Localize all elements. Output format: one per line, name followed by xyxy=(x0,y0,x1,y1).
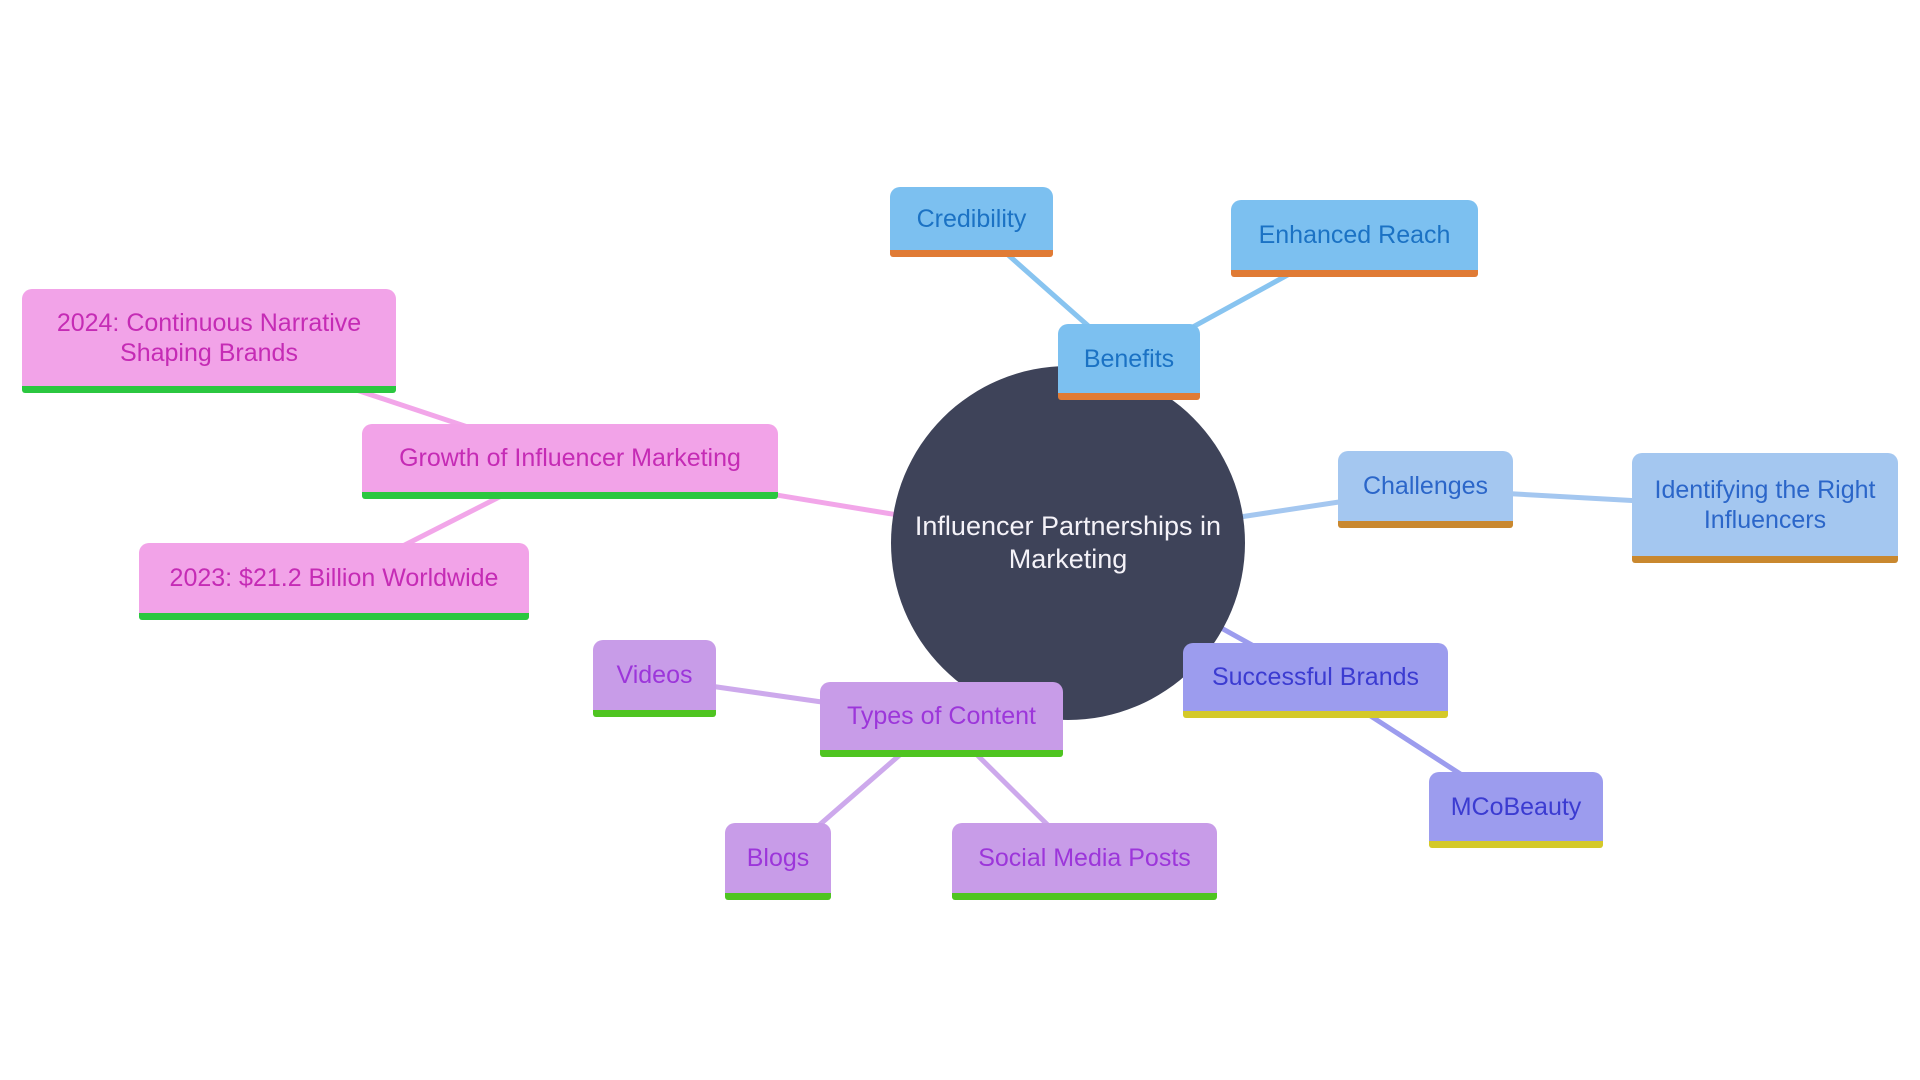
node-benefits-label: Benefits xyxy=(1083,344,1175,373)
node-mcobeauty[interactable]: MCoBeauty xyxy=(1429,772,1603,848)
node-growth-influencer-marketing[interactable]: Growth of Influencer Marketing xyxy=(362,424,778,499)
node-challenges[interactable]: Challenges xyxy=(1338,451,1513,528)
node-successful-brands[interactable]: Successful Brands xyxy=(1183,643,1448,718)
node-enhanced-reach-label: Enhanced Reach xyxy=(1258,221,1451,249)
node-2024-continuous-narrative[interactable]: 2024: Continuous Narrative Shaping Brand… xyxy=(22,289,396,393)
node-successful-brands-label: Successful Brands xyxy=(1211,663,1420,691)
node-social-media-posts-label: Social Media Posts xyxy=(978,844,1191,872)
node-credibility[interactable]: Credibility xyxy=(890,187,1053,257)
node-growth-influencer-marketing-label: Growth of Influencer Marketing xyxy=(399,444,741,472)
node-credibility-label: Credibility xyxy=(916,204,1027,233)
node-blogs-label: Blogs xyxy=(746,844,810,872)
central-topic-label: Influencer Partnerships in Marketing xyxy=(914,511,1222,574)
node-types-of-content-label: Types of Content xyxy=(846,702,1036,730)
node-identifying-influencers[interactable]: Identifying the Right Influencers xyxy=(1632,453,1898,563)
node-identifying-influencers-label: Identifying the Right Influencers xyxy=(1654,475,1876,534)
node-2023-billion-worldwide[interactable]: 2023: $21.2 Billion Worldwide xyxy=(139,543,529,620)
node-videos[interactable]: Videos xyxy=(593,640,716,717)
node-2024-continuous-narrative-label: 2024: Continuous Narrative Shaping Brand… xyxy=(56,308,362,367)
node-enhanced-reach[interactable]: Enhanced Reach xyxy=(1231,200,1478,277)
node-videos-label: Videos xyxy=(616,661,693,689)
node-2023-billion-worldwide-label: 2023: $21.2 Billion Worldwide xyxy=(169,564,499,592)
node-challenges-label: Challenges xyxy=(1362,472,1489,500)
node-social-media-posts[interactable]: Social Media Posts xyxy=(952,823,1217,900)
node-benefits[interactable]: Benefits xyxy=(1058,324,1200,400)
node-mcobeauty-label: MCoBeauty xyxy=(1450,792,1582,821)
node-types-of-content[interactable]: Types of Content xyxy=(820,682,1063,757)
node-blogs[interactable]: Blogs xyxy=(725,823,831,900)
